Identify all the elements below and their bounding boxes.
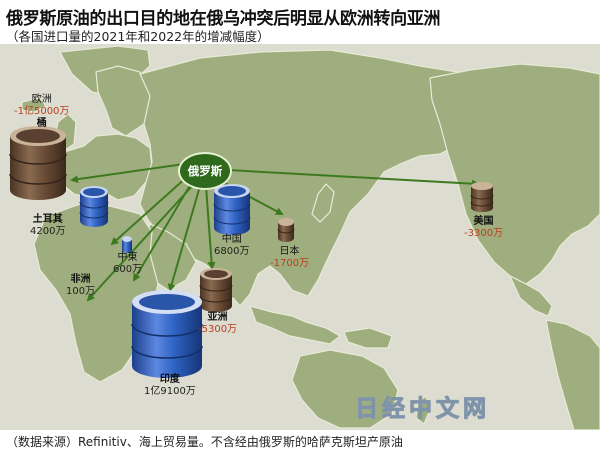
iceland	[21, 97, 47, 113]
label-usa: 美国 -3300万	[464, 216, 503, 240]
label-china-name: 中国	[221, 234, 242, 245]
label-turkey-change: 4200万	[30, 226, 66, 237]
arrow-to-india	[167, 185, 201, 292]
label-asia-name: 亚洲	[207, 312, 228, 323]
barrel-india	[131, 290, 203, 378]
central-america	[508, 274, 553, 317]
label-turkey: 土耳其 4200万	[30, 214, 65, 238]
label-china: 中国 6800万	[214, 234, 249, 258]
arrow-to-africa	[86, 183, 195, 302]
label-asia: 亚洲 -5300万	[198, 312, 237, 336]
map-canvas	[0, 44, 600, 431]
label-mideast: 中東 600万	[113, 252, 142, 276]
label-japan: 日本 -1700万	[270, 246, 309, 270]
label-china-change: 6800万	[214, 246, 250, 257]
label-europe-name: 欧洲	[31, 94, 52, 105]
data-source-note: （数据来源）Refinitiv、海上贸易量。不含经由俄罗斯的哈萨克斯坦产原油	[6, 435, 403, 449]
arrow-to-asia	[205, 185, 216, 270]
label-japan-change: -1700万	[270, 258, 310, 269]
watermark-logo: 日经中文网	[355, 395, 490, 423]
arrow-to-usa	[227, 169, 480, 188]
label-europe-change: -1亿5000万	[14, 106, 70, 117]
label-mideast-name: 中東	[117, 252, 138, 263]
new-guinea	[343, 327, 393, 349]
arrow-to-europe	[70, 163, 185, 184]
barrel-usa	[470, 182, 494, 212]
label-india-name: 印度	[159, 374, 180, 385]
barrel-mideast	[122, 236, 132, 253]
label-mideast-change: 600万	[113, 264, 143, 275]
barrels	[9, 126, 494, 378]
label-turkey-name: 土耳其	[32, 214, 63, 225]
barrel-asia	[199, 268, 233, 312]
label-africa-name: 非洲	[70, 274, 91, 285]
arrow-to-mideast	[132, 181, 193, 282]
arrow-to-turkey	[110, 175, 189, 246]
barrel-china	[213, 184, 251, 235]
label-usa-change: -3300万	[464, 228, 504, 239]
southeast-asia-islands	[249, 305, 342, 345]
label-europe-unit: 桶	[36, 118, 47, 129]
label-africa: 非洲 100万	[66, 274, 95, 298]
barrel-japan	[277, 218, 295, 242]
scandinavia	[95, 65, 153, 137]
barrel-turkey	[79, 186, 109, 227]
world-map: 俄罗斯 欧洲 -1亿5000万 桶 土耳其 4200万 中東 600万 非洲 1…	[0, 44, 600, 431]
north-america	[429, 63, 600, 285]
barrel-europe	[9, 126, 67, 200]
australia	[291, 349, 399, 429]
label-japan-name: 日本	[279, 246, 300, 257]
label-asia-change: -5300万	[198, 324, 238, 335]
label-africa-change: 100万	[66, 286, 96, 297]
label-usa-name: 美国	[473, 216, 494, 227]
label-europe: 欧洲 -1亿5000万 桶	[14, 94, 69, 130]
chart-subtitle: （各国进口量的2021年和2022年的增减幅度）	[6, 29, 270, 44]
japan	[311, 183, 335, 223]
label-india: 印度 1亿9100万	[144, 374, 196, 398]
chart-title: 俄罗斯原油的出口目的地在俄乌冲突后明显从欧洲转向亚洲	[6, 9, 441, 29]
origin-russia: 俄罗斯	[180, 154, 230, 188]
new-zealand	[415, 394, 431, 425]
label-india-change: 1亿9100万	[144, 386, 196, 397]
